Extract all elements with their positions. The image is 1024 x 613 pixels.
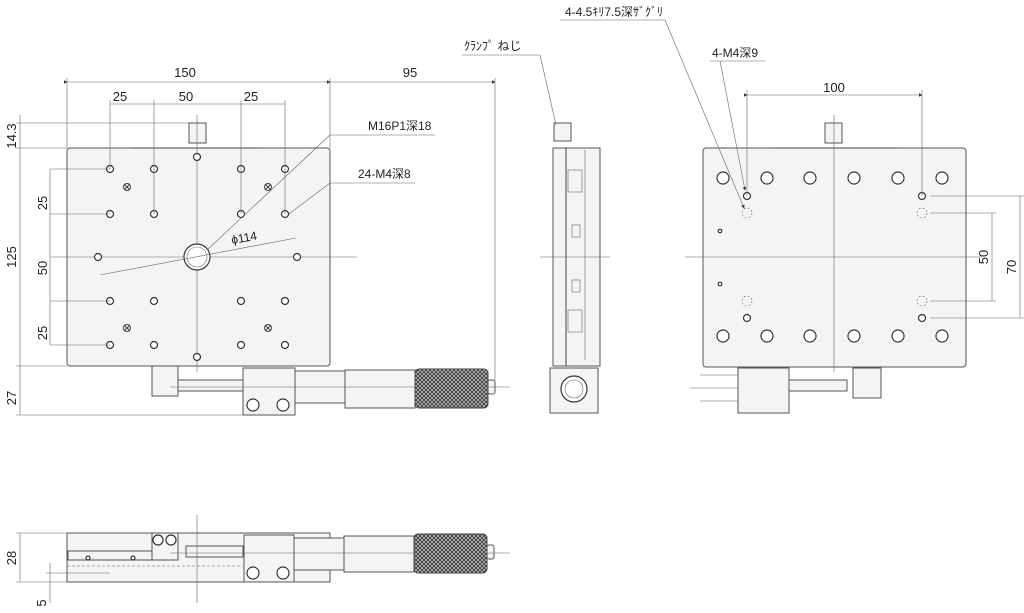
callout-tapped: 4-M4深9 bbox=[712, 46, 758, 60]
micrometer-knurl bbox=[414, 368, 489, 409]
bottom-view: 28 5 bbox=[4, 515, 510, 607]
callout-pcd: ϕ114 bbox=[230, 229, 258, 247]
dim-v-mid: 50 bbox=[35, 261, 50, 275]
dim-height: 125 bbox=[4, 246, 19, 268]
clamp-knob bbox=[188, 122, 207, 144]
dim-rear-outer: 70 bbox=[1004, 260, 1019, 274]
side-clamp-knob bbox=[553, 122, 572, 142]
callout-tapped-holes: 24-M4深8 bbox=[358, 167, 411, 181]
center-thread-hole bbox=[183, 243, 211, 271]
dim-pitch-right: 25 bbox=[244, 89, 258, 104]
rear-view: 100 50 70 4-4.5ｷﾘ7.5深ｻﾞｸﾞﾘ 4-M4深9 bbox=[560, 5, 1024, 414]
front-view: 150 95 25 50 25 14.3 125 27 25 50 25 M16… bbox=[4, 65, 510, 416]
callout-clamp-screw: ｸﾗﾝﾌﾟ ねじ bbox=[464, 39, 521, 53]
dim-v-bottom: 25 bbox=[35, 326, 50, 340]
rear-knob bbox=[824, 122, 843, 144]
dim-bottom-height: 28 bbox=[4, 551, 19, 565]
counterbored-holes bbox=[716, 171, 949, 343]
dim-pitch-mid: 50 bbox=[179, 89, 193, 104]
dim-micrometer-offset: 95 bbox=[403, 65, 417, 80]
callout-center-thread: M16P1深18 bbox=[368, 119, 432, 133]
dim-rear-width: 100 bbox=[823, 80, 845, 95]
tapped-holes bbox=[93, 152, 302, 362]
callout-counterbore: 4-4.5ｷﾘ7.5深ｻﾞｸﾞﾘ bbox=[565, 5, 663, 19]
dim-v-top: 25 bbox=[35, 196, 50, 210]
dim-bottom-offset: 5 bbox=[34, 599, 49, 606]
dim-bottom: 27 bbox=[4, 391, 19, 405]
side-view: ｸﾗﾝﾌﾟ ねじ bbox=[462, 39, 610, 414]
dim-width: 150 bbox=[174, 65, 196, 80]
dim-rear-inner: 50 bbox=[976, 250, 991, 264]
dim-pitch-left: 25 bbox=[113, 89, 127, 104]
micrometer-thimble bbox=[344, 369, 416, 409]
dim-knob-height: 14.3 bbox=[4, 123, 19, 148]
screw-marks bbox=[123, 183, 272, 332]
